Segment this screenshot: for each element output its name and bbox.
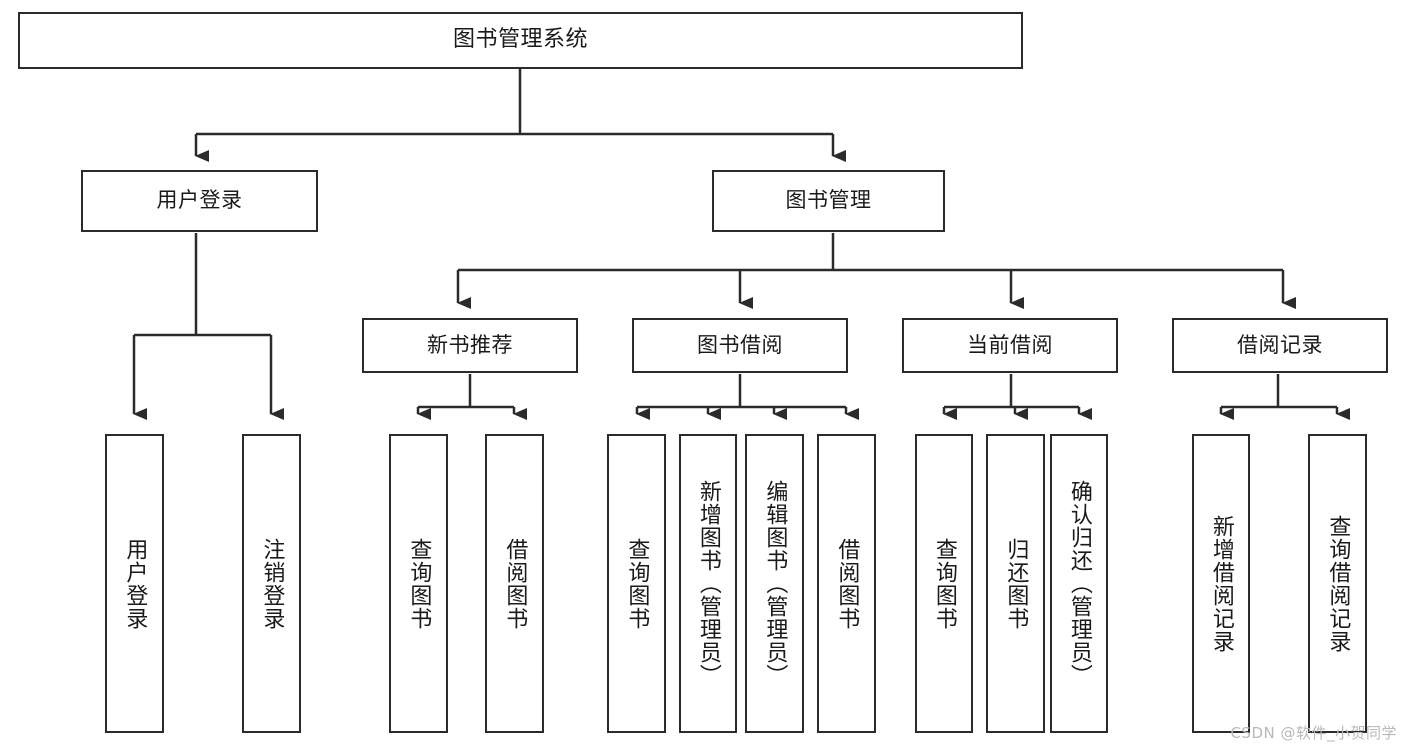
node-label: 新增借阅记录 — [1208, 514, 1234, 653]
node-label: 确认归还（管理员） — [1066, 480, 1092, 687]
leaf-add-book-admin[interactable]: 新增图书（管理员） — [679, 434, 737, 733]
node-label: 借阅图书 — [834, 537, 860, 630]
node-root-book-management-system[interactable]: 图书管理系统 — [18, 12, 1023, 69]
node-book-borrowing[interactable]: 图书借阅 — [632, 318, 848, 373]
node-label: 当前借阅 — [967, 332, 1053, 357]
node-label: 新增图书（管理员） — [695, 480, 721, 687]
node-label: 查询图书 — [406, 537, 432, 630]
node-label: 查询图书 — [931, 537, 957, 630]
leaf-query-books-current[interactable]: 查询图书 — [915, 434, 973, 733]
leaf-borrow-books-borrowing[interactable]: 借阅图书 — [817, 434, 876, 733]
node-label: 编辑图书（管理员） — [762, 480, 788, 687]
node-label: 注销登录 — [259, 537, 285, 630]
node-book-management[interactable]: 图书管理 — [712, 170, 945, 232]
leaf-user-login[interactable]: 用户登录 — [105, 434, 164, 733]
csdn-watermark: CSDN @软件_小贺同学 — [1230, 724, 1397, 742]
node-label: 借阅图书 — [502, 537, 528, 630]
leaf-edit-book-admin[interactable]: 编辑图书（管理员） — [745, 434, 804, 733]
node-user-login[interactable]: 用户登录 — [81, 170, 318, 232]
leaf-borrow-books-recommend[interactable]: 借阅图书 — [485, 434, 544, 733]
leaf-return-books[interactable]: 归还图书 — [986, 434, 1045, 733]
node-label: 用户登录 — [122, 537, 148, 630]
leaf-confirm-return-admin[interactable]: 确认归还（管理员） — [1050, 434, 1108, 733]
node-label: 图书管理系统 — [452, 27, 588, 53]
leaf-add-borrowing-record[interactable]: 新增借阅记录 — [1192, 434, 1250, 733]
node-label: 归还图书 — [1003, 537, 1029, 630]
node-label: 借阅记录 — [1237, 332, 1323, 357]
node-borrowing-records[interactable]: 借阅记录 — [1172, 318, 1388, 373]
node-label: 新书推荐 — [427, 332, 513, 357]
node-new-book-recommendation[interactable]: 新书推荐 — [362, 318, 578, 373]
leaf-query-books-borrowing[interactable]: 查询图书 — [607, 434, 666, 733]
node-current-borrowing[interactable]: 当前借阅 — [902, 318, 1118, 373]
leaf-query-books-recommend[interactable]: 查询图书 — [389, 434, 448, 733]
node-label: 用户登录 — [156, 188, 243, 213]
node-label: 图书管理 — [785, 188, 872, 213]
node-label: 图书借阅 — [697, 332, 783, 357]
node-label: 查询借阅记录 — [1325, 514, 1351, 653]
leaf-logout[interactable]: 注销登录 — [242, 434, 301, 733]
leaf-query-borrowing-record[interactable]: 查询借阅记录 — [1308, 434, 1367, 733]
node-label: 查询图书 — [624, 537, 650, 630]
